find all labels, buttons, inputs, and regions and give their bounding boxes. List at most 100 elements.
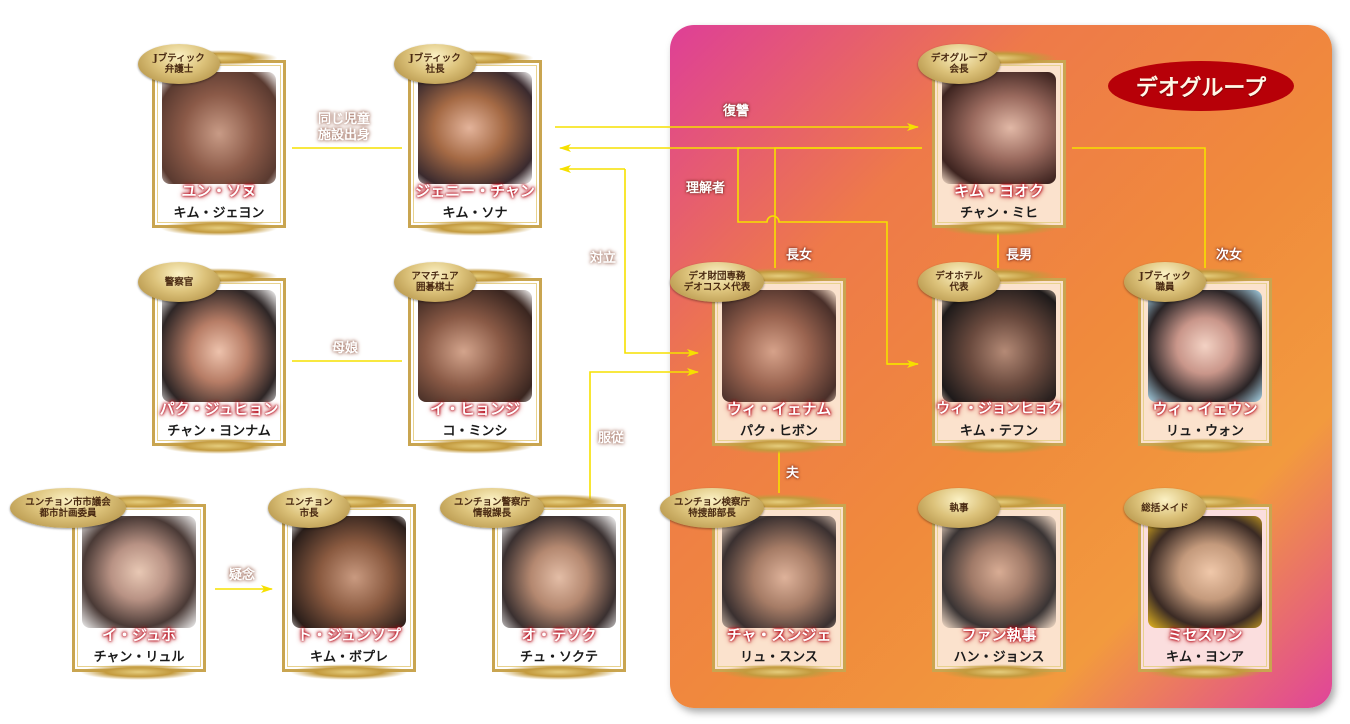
position-badge: 総括メイド: [1124, 488, 1206, 528]
position-badge: デオグループ 会長: [918, 44, 1000, 84]
badge-line: ユンチョン市市議会: [25, 497, 111, 508]
badge-line: 総括メイド: [1141, 502, 1189, 514]
badge-line: 会長: [949, 64, 969, 75]
ornament-icon: [1146, 664, 1264, 680]
role-name: ウィ・ジョンヒョク: [936, 401, 1062, 417]
position-badge: アマチュア 囲碁棋士: [394, 262, 476, 302]
badge-line: Jブティック: [153, 53, 205, 64]
character-card[interactable]: イ・ジュホ チャン・リュル ユンチョン市市議会 都市計画委員: [10, 488, 212, 682]
character-photo: [162, 290, 276, 402]
ornament-icon: [940, 220, 1058, 236]
badge-line: デオコスメ代表: [683, 282, 751, 293]
role-name: ユン・ソヌ: [181, 182, 257, 200]
character-card[interactable]: ユン・ソヌ キム・ジェヨン Jブティック 弁護士: [138, 44, 292, 238]
character-photo: [162, 72, 276, 184]
character-photo: [502, 516, 616, 628]
label-line-2: 施設出身: [318, 128, 371, 143]
position-badge: 警察官: [138, 262, 220, 302]
role-name: イ・ヒョンジ: [429, 400, 520, 418]
position-badge: Jブティック 弁護士: [138, 44, 220, 84]
label-obedience: 服従: [598, 431, 625, 446]
ornament-icon: [416, 220, 534, 236]
badge-line: Jブティック: [1139, 271, 1191, 282]
badge-line: デオ財団専務: [688, 271, 746, 282]
actor-name: キム・ジェヨン: [173, 206, 265, 221]
character-card[interactable]: パク・ジュヒョン チャン・ヨンナム 警察官: [138, 262, 292, 456]
character-photo: [1148, 516, 1262, 628]
badge-line: 情報課長: [472, 508, 511, 519]
role-name: イ・ジュホ: [102, 626, 176, 644]
actor-name: パク・ヒボン: [740, 424, 818, 439]
character-photo: [722, 516, 836, 628]
character-photo: [942, 516, 1056, 628]
badge-line: 弁護士: [164, 64, 194, 75]
actor-name: チャン・リュル: [93, 650, 185, 665]
badge-line: 都市計画委員: [39, 508, 97, 519]
badge-line: デオホテル: [935, 271, 983, 282]
ornament-icon: [1146, 438, 1264, 454]
label-husband: 夫: [786, 466, 800, 481]
role-name: ミセスワン: [1167, 626, 1243, 644]
position-badge: ユンチョン検察庁 特捜部部長: [660, 488, 764, 528]
character-photo: [1148, 290, 1262, 402]
character-card[interactable]: キム・ヨオク チャン・ミヒ デオグループ 会長: [918, 44, 1072, 238]
label-revenge: 復讐: [723, 104, 750, 119]
character-card[interactable]: ジェニー・チャン キム・ソナ Jブティック 社長: [394, 44, 548, 238]
character-photo: [722, 290, 836, 402]
position-badge: Jブティック 職員: [1124, 262, 1206, 302]
badge-line: 社長: [425, 64, 445, 75]
position-badge: 執事: [918, 488, 1000, 528]
label-conflict: 対立: [590, 251, 617, 266]
character-photo: [418, 72, 532, 184]
character-card[interactable]: ウィ・イェナム パク・ヒボン デオ財団専務 デオコスメ代表: [670, 262, 852, 456]
actor-name: チャン・ミヒ: [960, 206, 1038, 221]
character-card[interactable]: ウィ・イェウン リュ・ウォン Jブティック 職員: [1124, 262, 1278, 456]
actor-name: リュ・スンス: [740, 650, 818, 665]
badge-line: デオグループ: [930, 53, 988, 64]
character-card[interactable]: オ・テソク チュ・ソクテ ユンチョン警察庁 情報課長: [440, 488, 632, 682]
character-photo: [942, 72, 1056, 184]
label-mother-daughter: 母娘: [332, 341, 359, 356]
character-card[interactable]: ト・ジュンソプ キム・ボプレ ユンチョン 市長: [268, 488, 422, 682]
position-badge: デオ財団専務 デオコスメ代表: [670, 262, 764, 302]
character-photo: [292, 516, 406, 628]
character-card[interactable]: チャ・スンジェ リュ・スンス ユンチョン検察庁 特捜部部長: [660, 488, 852, 682]
actor-name: キム・ソナ: [442, 206, 508, 221]
role-name: チャ・スンジェ: [726, 626, 832, 644]
actor-name: チャン・ヨンナム: [167, 424, 271, 439]
role-name: ト・ジュンソプ: [297, 626, 401, 644]
badge-line: Jブティック: [409, 53, 461, 64]
character-photo: [82, 516, 196, 628]
character-card[interactable]: イ・ヒョンジ コ・ミンシ アマチュア 囲碁棋士: [394, 262, 548, 456]
character-card[interactable]: ファン執事 ハン・ジョンス 執事: [918, 488, 1072, 682]
position-badge: ユンチョン 市長: [268, 488, 350, 528]
badge-line: 代表: [949, 282, 969, 293]
badge-line: 執事: [949, 502, 969, 514]
role-name: ファン執事: [961, 626, 1037, 644]
label-eldest-son: 長男: [1006, 248, 1033, 263]
ornament-icon: [500, 664, 618, 680]
position-badge: Jブティック 社長: [394, 44, 476, 84]
ornament-icon: [720, 664, 838, 680]
label-same-orphanage: 同じ児童 施設出身: [318, 112, 370, 144]
character-card[interactable]: ウィ・ジョンヒョク キム・テフン デオホテル 代表: [918, 262, 1072, 456]
label-understander: 理解者: [686, 181, 726, 196]
character-photo: [942, 290, 1056, 402]
ornament-icon: [940, 664, 1058, 680]
role-name: キム・ヨオク: [954, 182, 1044, 200]
ornament-icon: [290, 664, 408, 680]
character-card[interactable]: ミセスワン キム・ヨンア 総括メイド: [1124, 488, 1278, 682]
role-name: ウィ・イェナム: [726, 400, 832, 418]
badge-line: アマチュア: [411, 271, 459, 282]
badge-line: ユンチョン: [285, 497, 333, 508]
ornament-icon: [160, 220, 278, 236]
actor-name: ハン・ジョンス: [953, 650, 1045, 665]
label-eldest-daughter: 長女: [786, 248, 813, 263]
actor-name: コ・ミンシ: [442, 424, 508, 439]
badge-line: 警察官: [164, 276, 194, 288]
position-badge: デオホテル 代表: [918, 262, 1000, 302]
character-photo: [418, 290, 532, 402]
ornament-icon: [940, 438, 1058, 454]
role-name: パク・ジュヒョン: [159, 400, 279, 418]
deo-group-title: デオグループ: [1108, 61, 1294, 111]
